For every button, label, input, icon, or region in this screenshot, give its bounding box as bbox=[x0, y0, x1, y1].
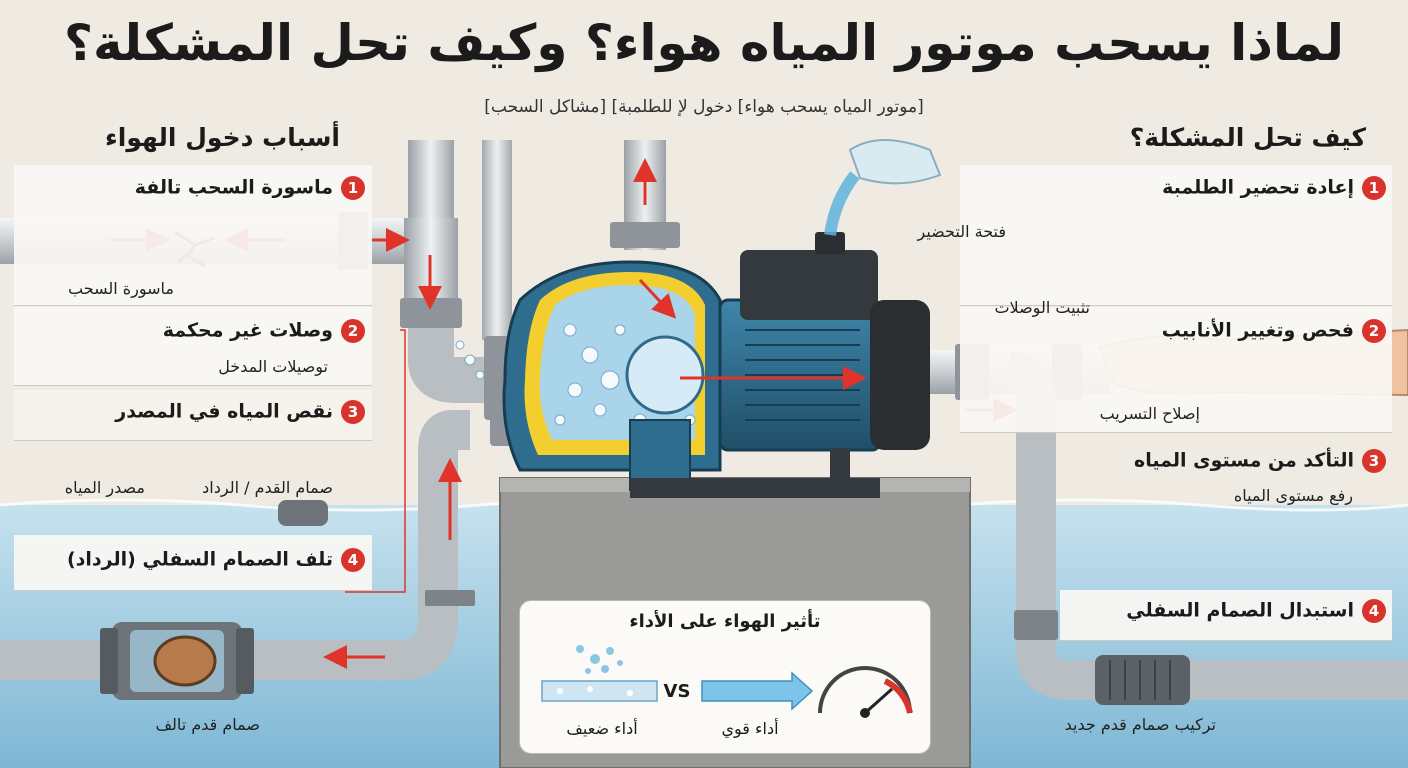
solution-label-4: استبدال الصمام السفلي bbox=[1126, 599, 1354, 622]
cause-label-3: نقص المياه في المصدر bbox=[115, 400, 333, 423]
cause-number-3: 3 bbox=[341, 400, 365, 424]
cause-item-4: 4 تلف الصمام السفلي (الرداد) bbox=[67, 548, 365, 572]
performance-illustration bbox=[541, 645, 913, 718]
pressure-gauge-icon bbox=[818, 666, 913, 718]
solution-item-4: 4 استبدال الصمام السفلي bbox=[1126, 599, 1386, 623]
cause-sub-2: توصيلات المدخل bbox=[218, 357, 328, 376]
solutions-panel-item4 bbox=[1060, 590, 1392, 641]
causes-panel-item4 bbox=[14, 535, 372, 591]
solution-item-3: 3 التأكد من مستوى المياه bbox=[1134, 449, 1386, 473]
solution-sub-1: فتحة التحضير bbox=[917, 222, 1006, 241]
solution-label-3: التأكد من مستوى المياه bbox=[1134, 449, 1354, 472]
performance-vs-label: VS bbox=[663, 681, 691, 702]
cause-item-1: 1 ماسورة السحب تالفة bbox=[135, 176, 365, 200]
solution-sub-2b: إصلاح التسريب bbox=[1099, 404, 1200, 423]
new-foot-valve bbox=[1095, 655, 1190, 705]
cause-item-3: 3 نقص المياه في المصدر bbox=[115, 400, 365, 424]
solution-number-1: 1 bbox=[1362, 176, 1386, 200]
page-title: لماذا يسحب موتور المياه هواء؟ وكيف تحل ا… bbox=[63, 14, 1345, 72]
causes-panel-top bbox=[14, 165, 372, 306]
solutions-panel-top bbox=[960, 165, 1392, 306]
solution-item-2: 2 فحص وتغيير الأنابيب bbox=[1162, 319, 1386, 343]
solution-label-2: فحص وتغيير الأنابيب bbox=[1161, 319, 1354, 342]
solution-sub-4: تركيب صمام قدم جديد bbox=[1064, 715, 1216, 734]
cause-number-1: 1 bbox=[341, 176, 365, 200]
solution-number-4: 4 bbox=[1362, 599, 1386, 623]
solutions-heading: كيف تحل المشكلة؟ bbox=[1129, 123, 1366, 152]
solution-number-3: 3 bbox=[1362, 449, 1386, 473]
cause-item-2: 2 وصلات غير محكمة bbox=[163, 319, 365, 343]
performance-title: تأثير الهواء على الأداء bbox=[629, 611, 821, 632]
cause-sub-1: ماسورة السحب bbox=[68, 279, 174, 298]
performance-weak-label: أداء ضعيف bbox=[566, 719, 638, 738]
solution-item-1: 1 إعادة تحضير الطلمبة bbox=[1162, 176, 1386, 200]
cause-sub-3b: مصدر المياه bbox=[64, 478, 145, 497]
solution-number-2: 2 bbox=[1362, 319, 1386, 343]
cause-label-2: وصلات غير محكمة bbox=[162, 319, 333, 342]
solution-sub-2a: تثبيت الوصلات bbox=[994, 298, 1090, 317]
causes-panel-item3 bbox=[14, 390, 372, 441]
performance-box: تأثير الهواء على الأداء أداء ضعيف VS أدا… bbox=[519, 600, 931, 754]
solution-label-1: إعادة تحضير الطلمبة bbox=[1162, 176, 1354, 199]
cause-sub-4: صمام قدم تالف bbox=[155, 715, 260, 734]
solutions-panel-mid bbox=[960, 307, 1392, 433]
priming-jug bbox=[848, 139, 942, 185]
solution-sub-3: رفع مستوى المياه bbox=[1233, 486, 1353, 505]
weak-flow-bubbles-icon bbox=[541, 645, 658, 702]
cause-sub-3a: صمام القدم / الرداد bbox=[202, 478, 333, 497]
performance-strong-label: أداء قوي bbox=[721, 719, 779, 738]
causes-panel-mid bbox=[14, 307, 372, 386]
cause-label-4: تلف الصمام السفلي (الرداد) bbox=[66, 548, 333, 571]
cause-number-4: 4 bbox=[341, 548, 365, 572]
page-subtitle: [موتور المياه يسحب هواء] دخول ﻹ للطلمبة]… bbox=[484, 97, 924, 117]
causes-heading: أسباب دخول الهواء bbox=[105, 123, 340, 152]
cause-label-1: ماسورة السحب تالفة bbox=[134, 176, 333, 199]
cause-number-2: 2 bbox=[341, 319, 365, 343]
strong-flow-arrow-icon bbox=[701, 671, 814, 711]
